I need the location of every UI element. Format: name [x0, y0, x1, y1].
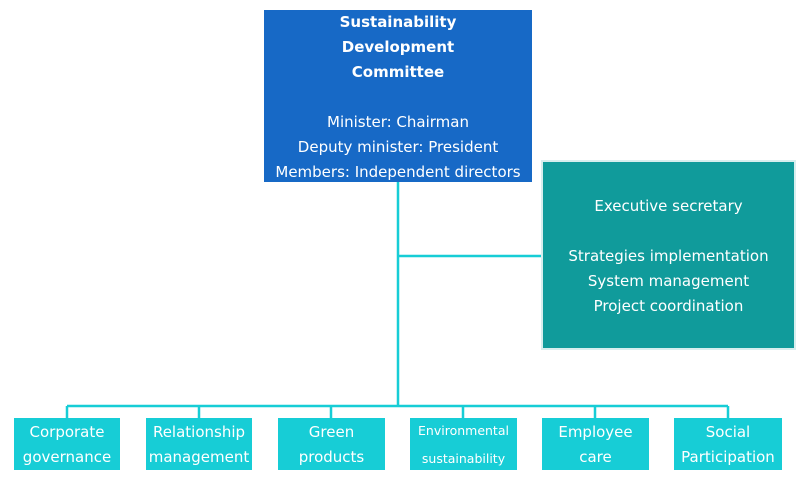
- unit-label-line2: management: [148, 448, 250, 466]
- unit-label-line1: Corporate: [29, 423, 105, 441]
- unit-social-participation: Social Participation: [674, 418, 782, 470]
- unit-label-line2: Participation: [681, 448, 775, 466]
- unit-label-line2: products: [298, 448, 365, 466]
- committee-minister: Minister: Chairman: [327, 113, 469, 131]
- committee-box: Sustainability Development Committee Min…: [264, 10, 532, 182]
- unit-employee-care: Employee care: [542, 418, 649, 470]
- unit-label-line1: Relationship: [152, 423, 246, 441]
- unit-label-line1: Green: [308, 423, 355, 441]
- committee-title-line2: Development: [341, 38, 455, 56]
- unit-corporate-governance: Corporate governance: [14, 418, 120, 470]
- unit-label-line1: Environmental: [418, 423, 509, 438]
- committee-title-line3: Committee: [351, 63, 445, 81]
- secretary-title: Executive secretary: [594, 197, 743, 215]
- committee-deputy: Deputy minister: President: [297, 138, 499, 156]
- unit-environmental-sustainability: Environmental sustainability: [410, 418, 517, 470]
- unit-relationship-management: Relationship management: [146, 418, 252, 470]
- committee-members: Members: Independent directors: [275, 163, 521, 181]
- secretary-duty: Strategies implementation: [568, 247, 769, 265]
- unit-label-line1: Social: [705, 423, 751, 441]
- unit-label-line2: governance: [22, 448, 112, 466]
- executive-secretary-box: Executive secretary Strategies implement…: [541, 160, 796, 350]
- unit-label-line1: Employee: [558, 423, 633, 441]
- secretary-duty: Project coordination: [593, 297, 744, 315]
- secretary-duty: System management: [587, 272, 750, 290]
- unit-green-products: Green products: [278, 418, 385, 470]
- committee-title-line1: Sustainability: [339, 13, 457, 31]
- unit-label-line2: sustainability: [421, 451, 506, 466]
- unit-label-line2: care: [579, 448, 612, 466]
